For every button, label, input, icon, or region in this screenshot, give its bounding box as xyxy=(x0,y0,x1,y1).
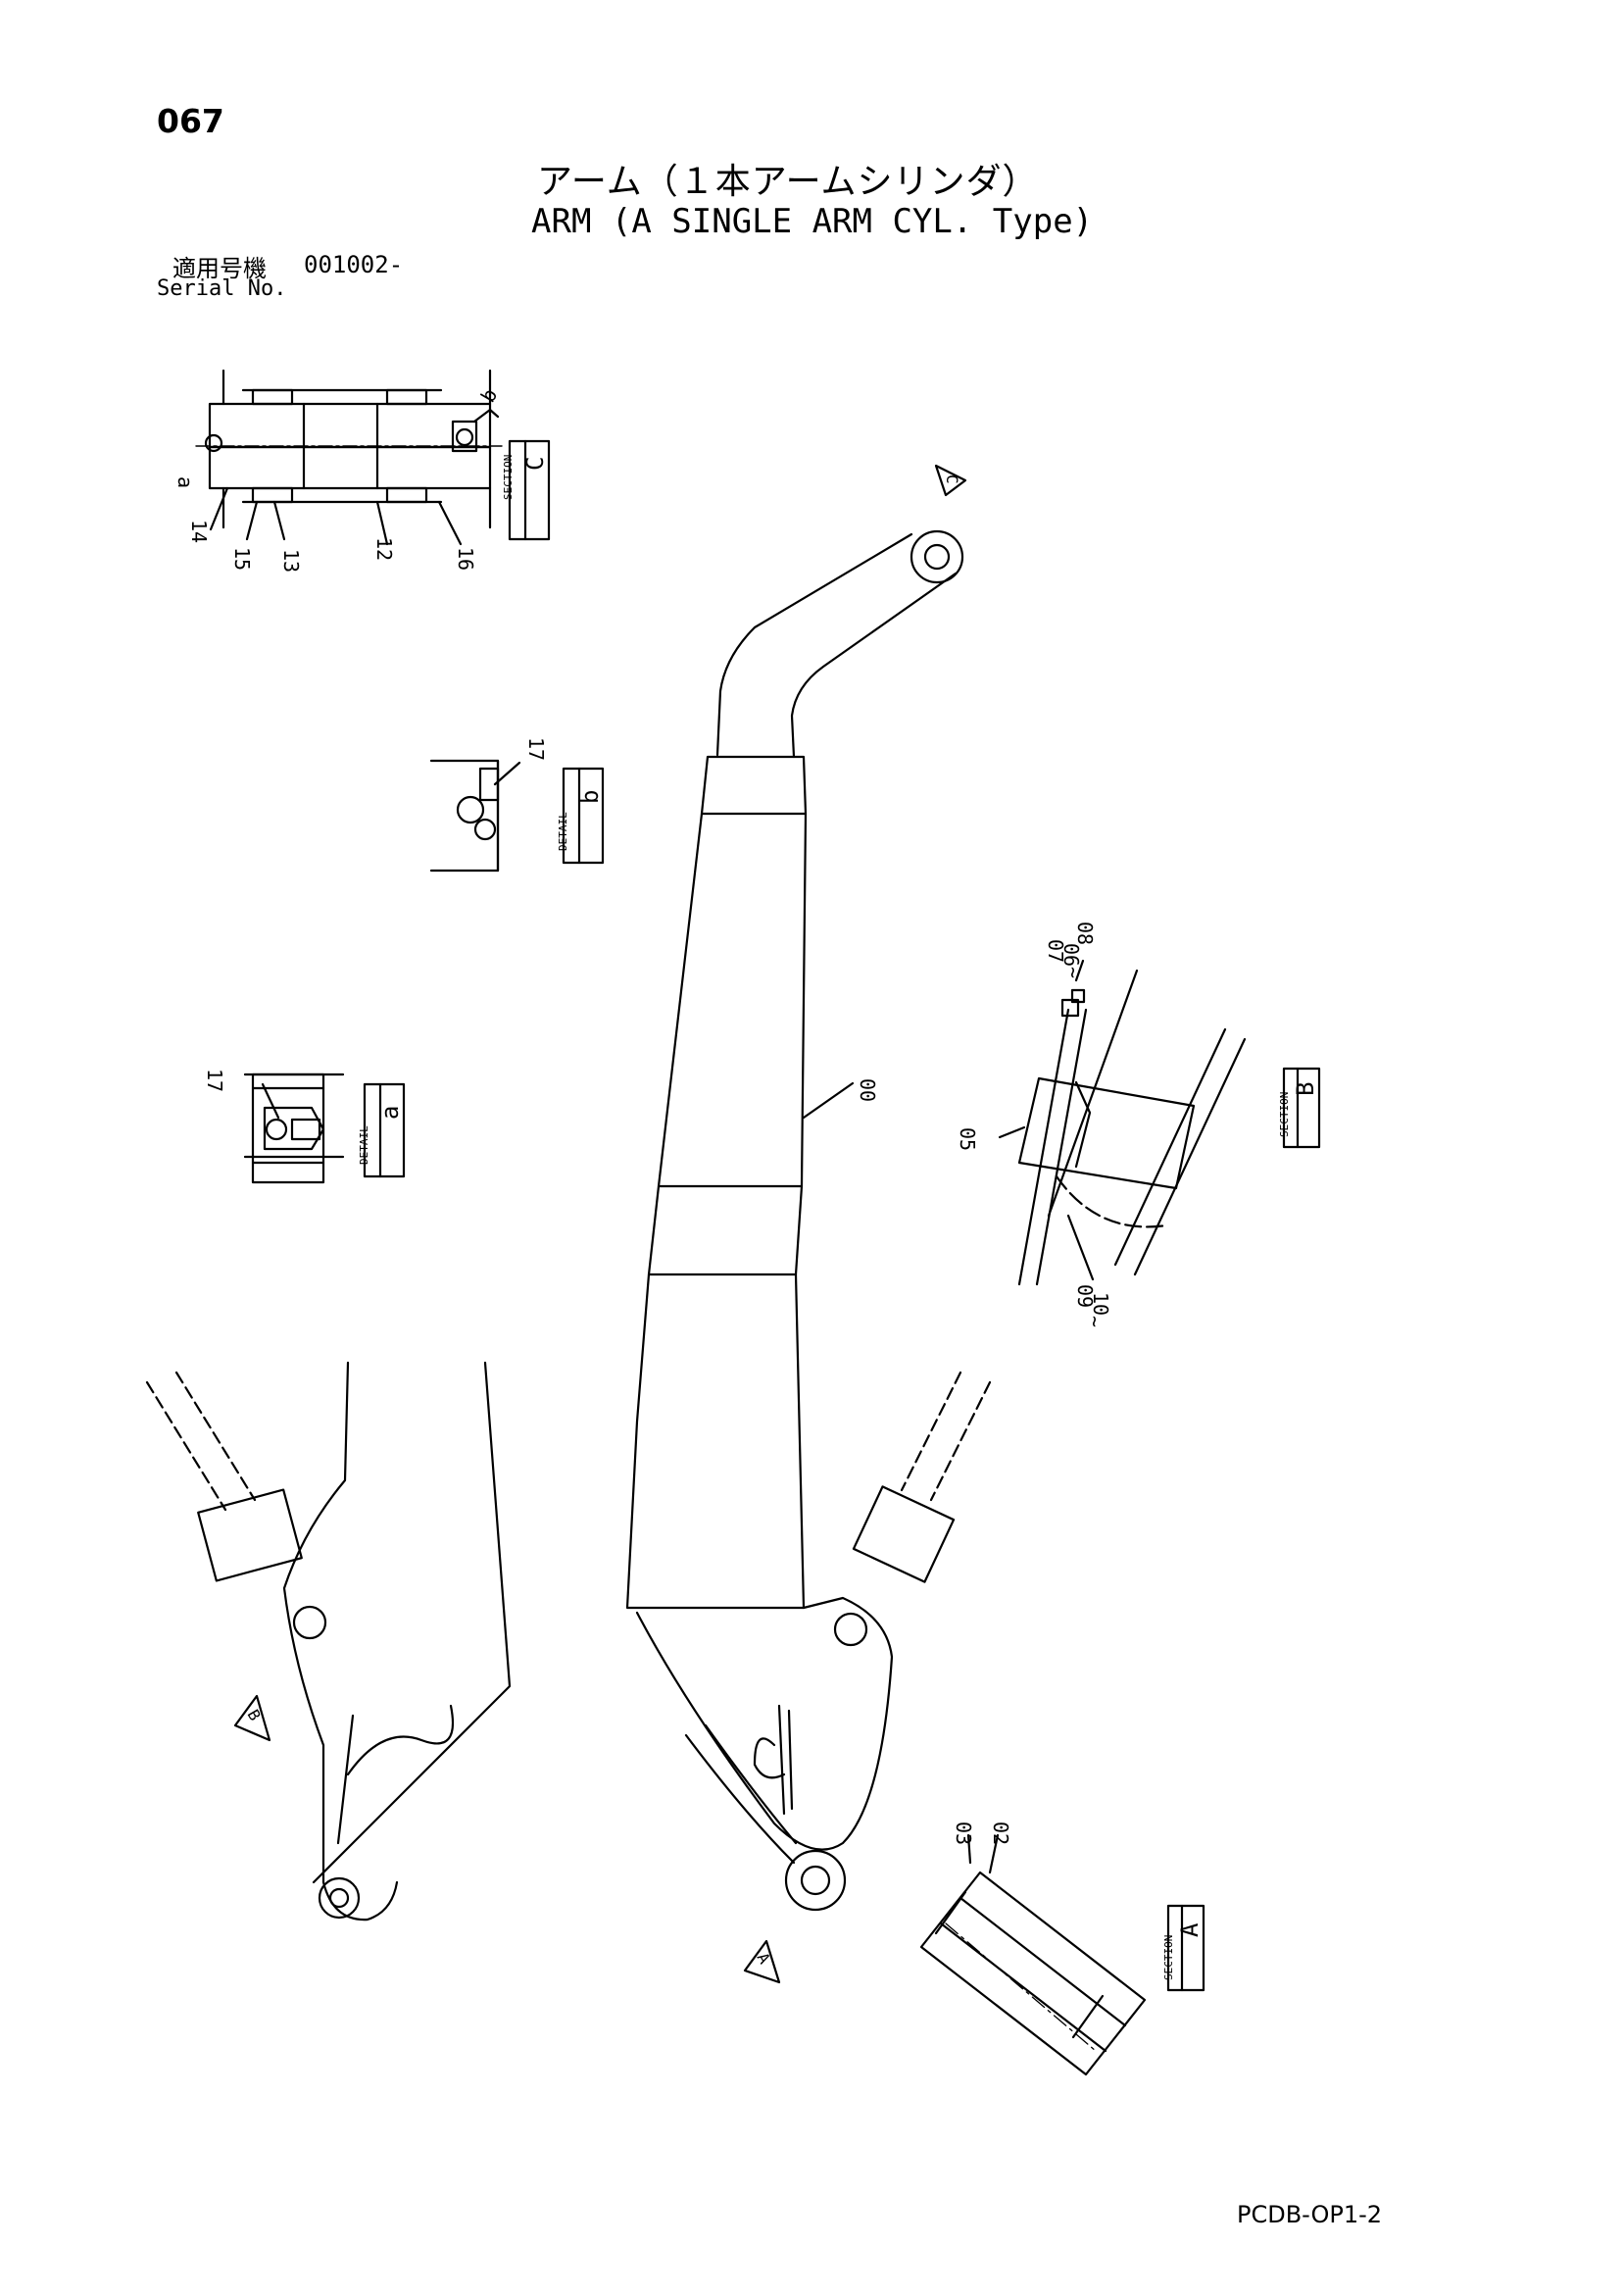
detail-b-label: DETAIL xyxy=(557,812,569,851)
arm-left-foot-view xyxy=(145,1361,512,1922)
part-05: 05 xyxy=(956,1127,979,1151)
part-13: 13 xyxy=(279,549,303,573)
section-b-view: 07 ~ 06 08 05 09 ~ 10 SECTION B xyxy=(956,922,1321,1327)
range-marker-2: ~ xyxy=(1083,1316,1107,1327)
page-number: 067 xyxy=(157,102,224,140)
arm-cylinder-right xyxy=(852,1371,992,1583)
section-c-label: SECTION xyxy=(502,455,515,500)
section-b-letter: B xyxy=(1292,1082,1319,1096)
document-code: PCDB-OP1-2 xyxy=(1237,2201,1383,2228)
section-b-label: SECTION xyxy=(1278,1092,1291,1137)
serial-label-japanese: 適用号機 xyxy=(172,255,267,282)
view-arrow-a: A xyxy=(754,1950,774,1968)
detail-a-view: 17 DETAIL a xyxy=(203,1069,406,1184)
section-a-letter: A xyxy=(1176,1922,1204,1937)
detail-a-label: DETAIL xyxy=(358,1125,370,1165)
arm-main-body: 00 C B A xyxy=(233,464,967,1984)
part-03: 03 xyxy=(952,1822,975,1845)
section-a-label: SECTION xyxy=(1162,1935,1175,1980)
part-07: 07 xyxy=(1044,939,1067,963)
part-14: 14 xyxy=(187,520,211,543)
part-15: 15 xyxy=(230,547,254,571)
part-09: 09 xyxy=(1073,1284,1097,1308)
part-06: 06 xyxy=(1059,943,1083,967)
title-english: ARM (A SINGLE ARM CYL. Type) xyxy=(531,202,1094,241)
detail-b-part-17: 17 xyxy=(524,737,548,761)
serial-label-english: Serial No. xyxy=(157,276,287,301)
detail-b-view: 17 DETAIL b xyxy=(429,737,605,873)
range-marker-1: ~ xyxy=(1061,967,1085,978)
detail-b-letter: b xyxy=(576,790,604,804)
section-c-letter: C xyxy=(521,457,549,471)
part-02: 02 xyxy=(989,1822,1012,1845)
part-00: 00 xyxy=(856,1078,879,1102)
view-arrow-c: C xyxy=(943,474,961,484)
serial-number: 001002- xyxy=(304,251,404,278)
part-10: 10 xyxy=(1089,1292,1112,1316)
detail-a-letter: a xyxy=(376,1106,404,1120)
title-japanese: アーム（１本アームシリンダ） xyxy=(537,162,1039,202)
part-12: 12 xyxy=(372,537,396,561)
part-16: 16 xyxy=(454,547,477,571)
section-c-view: a b 14 15 13 12 16 SECTION C xyxy=(173,369,551,573)
detail-a-part-17: 17 xyxy=(203,1069,226,1092)
detail-ref-a: a xyxy=(173,476,197,488)
section-a-view: 03 02 SECTION A xyxy=(919,1822,1205,2076)
part-08: 08 xyxy=(1073,922,1097,945)
